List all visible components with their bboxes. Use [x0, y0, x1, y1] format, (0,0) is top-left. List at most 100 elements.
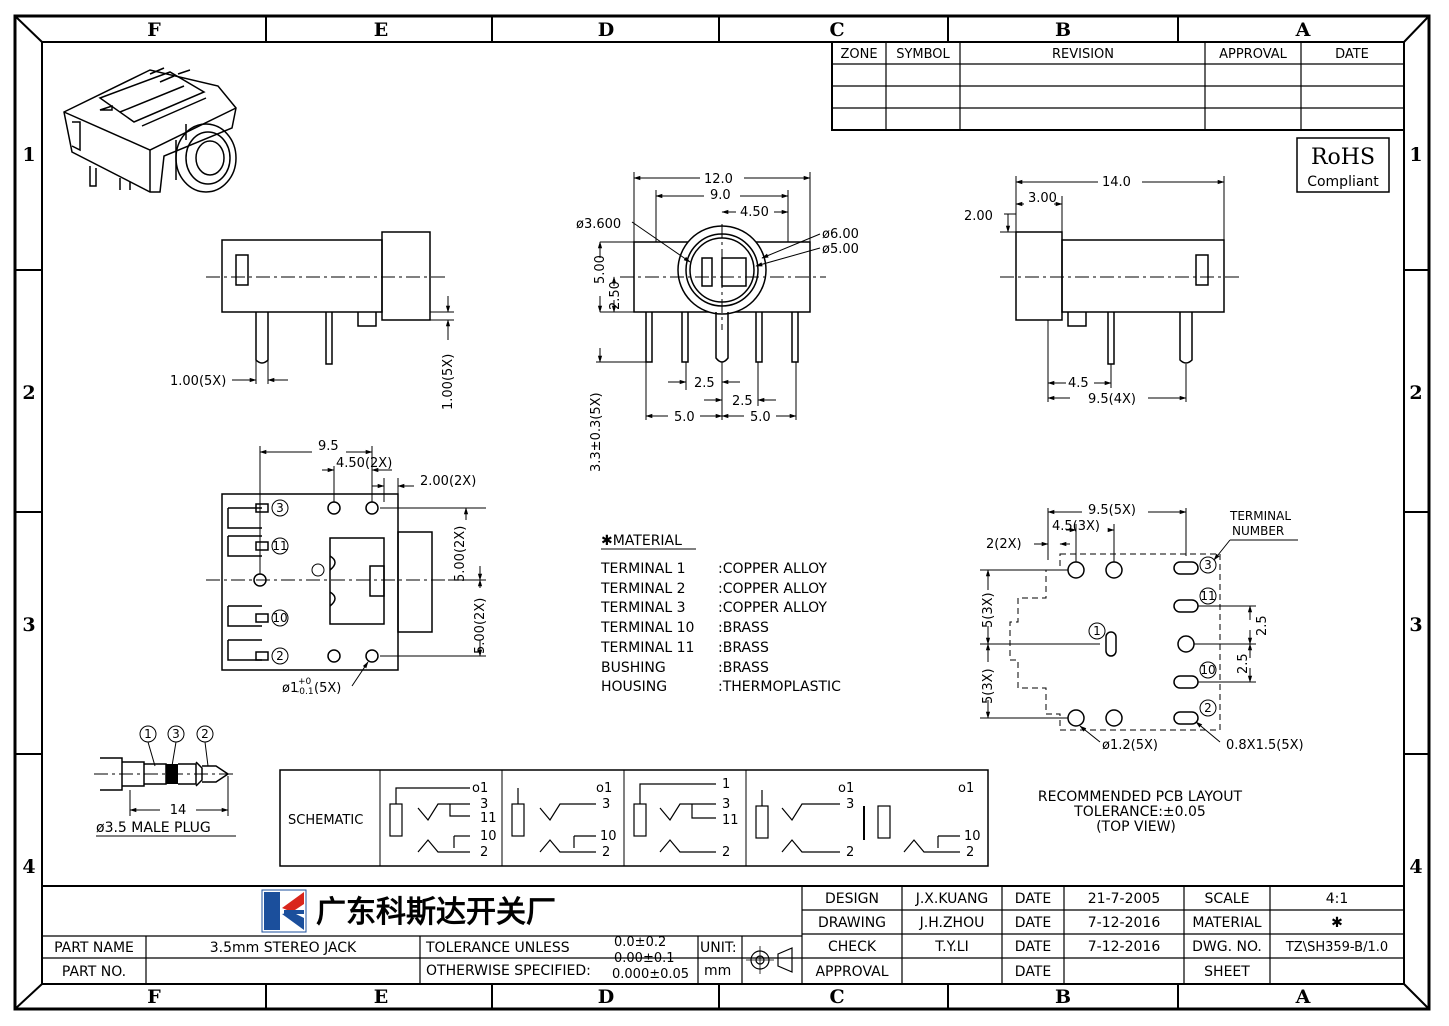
bottom-view [206, 493, 448, 671]
s3-2: 2 [722, 845, 730, 860]
tb-design-date: 21-7-2005 [1088, 891, 1160, 907]
mat-v-1: :COPPER ALLOY [718, 561, 827, 577]
s1-2: 2 [480, 845, 488, 860]
zone-top-E: E [374, 19, 388, 41]
tb-design-date-label: DATE [1015, 891, 1051, 907]
dim-14: 14.0 [1102, 175, 1131, 190]
dim-bv-count: (5X) [314, 681, 341, 696]
zone-right-3: 3 [1409, 614, 1422, 636]
schematic-label: SCHEMATIC [288, 813, 363, 828]
zone-top-D: D [598, 19, 614, 41]
pcb-term-10: 10 [1200, 663, 1215, 677]
s4-2: 2 [846, 845, 854, 860]
mat-k-3: TERMINAL 3 [600, 600, 686, 616]
tb-drawing-date: 7-12-2016 [1088, 915, 1161, 931]
tb-scale-label: SCALE [1205, 891, 1250, 907]
zone-top-F: F [147, 19, 161, 41]
pcb-dims [980, 508, 1298, 743]
s4-o1: o1 [838, 781, 854, 796]
rev-header-approval: APPROVAL [1219, 47, 1288, 62]
dim-h-5-b: 5.0 [750, 410, 771, 425]
tb-part-name-value: 3.5mm STEREO JACK [210, 940, 357, 956]
tb-tol-value-2: 0.00±0.1 [614, 951, 675, 966]
schematic-4-labels: o1 3 2 [838, 781, 854, 860]
pcb-dim-5b: 5(3X) [981, 668, 996, 704]
dim-dia-3-6: ø3.600 [576, 217, 621, 232]
bv-term-2: 2 [276, 649, 284, 663]
s3-3: 3 [722, 797, 730, 812]
s5-o1: o1 [958, 781, 974, 796]
tb-design-value: J.X.KUANG [915, 891, 989, 907]
pcb-terminal-label-1: TERMINAL [1229, 509, 1291, 523]
front-view [620, 224, 826, 363]
tb-material-label: MATERIAL [1192, 915, 1261, 931]
dim-bv-9-5: 9.5 [318, 439, 339, 454]
zone-top-C: C [829, 19, 844, 41]
pcb-note: RECOMMENDED PCB LAYOUT TOLERANCE:±0.05 (… [1038, 789, 1243, 835]
s1-10: 10 [480, 829, 497, 844]
zone-left-1: 1 [22, 144, 35, 166]
title-block-left: PART NAME 3.5mm STEREO JACK PART NO. TOL… [54, 935, 737, 982]
revision-table: ZONE SYMBOL REVISION APPROVAL DATE [831, 41, 1405, 131]
zone-top-B: B [1055, 19, 1071, 41]
dim-bv-tol-plus: +0 [298, 677, 312, 687]
s3-11: 11 [722, 813, 739, 828]
schematic-table [279, 769, 989, 867]
mat-k-1: TERMINAL 1 [600, 561, 686, 577]
zone-right-4: 4 [1409, 856, 1422, 878]
s2-o1: o1 [596, 781, 612, 796]
s1-3: 3 [480, 797, 488, 812]
pcb-labels: 9.5(5X) 4.5(3X) 2(2X) TERMINAL NUMBER 5(… [981, 503, 1304, 753]
pcb-dim-2-5b: 2.5 [1236, 653, 1251, 674]
dim-4-5: 4.5 [1068, 376, 1089, 391]
dim-bv-tol-minus: -0.1 [296, 687, 314, 697]
zone-left-2: 2 [22, 382, 35, 404]
pcb-hole: ø1.2(5X) [1102, 738, 1158, 753]
mat-v-11: :BRASS [718, 640, 769, 656]
isometric-view [63, 67, 237, 193]
pcb-term-3: 3 [1204, 558, 1212, 572]
front-view-labels: 12.0 9.0 4.50 ø3.600 ø6.00 ø5.00 5.00 2.… [576, 172, 859, 472]
pcb-dim-4-5: 4.5(3X) [1052, 519, 1100, 534]
s5-2: 2 [966, 845, 974, 860]
tb-scale-value: 4:1 [1326, 891, 1349, 907]
zone-right-1: 1 [1409, 144, 1422, 166]
mat-v-bushing: :BRASS [718, 660, 769, 676]
rev-header-zone: ZONE [840, 47, 877, 62]
pcb-note-3: (TOP VIEW) [1096, 819, 1176, 835]
pcb-dim-2: 2(2X) [986, 537, 1022, 552]
dim-dia-5: ø5.00 [822, 242, 859, 257]
schematic-3 [633, 783, 716, 853]
dim-9: 9.0 [710, 188, 731, 203]
tb-unit-value: mm [704, 963, 731, 979]
tb-part-no-label: PART NO. [62, 964, 126, 980]
title-block-right: DESIGN J.X.KUANG DATE 21-7-2005 SCALE 4:… [815, 891, 1388, 980]
tb-drawing-value: J.H.ZHOU [919, 915, 985, 931]
material-title: ✱MATERIAL [601, 533, 682, 549]
tb-tolerance-2: OTHERWISE SPECIFIED: [426, 963, 591, 979]
tb-check-label: CHECK [828, 939, 877, 955]
zone-left-3: 3 [22, 614, 35, 636]
rohs-title: RoHS [1311, 145, 1375, 170]
tb-tol-value-3: 0.000±0.05 [612, 967, 689, 982]
s5-10: 10 [964, 829, 981, 844]
tb-drawing-date-label: DATE [1015, 915, 1051, 931]
tb-tol-value-1: 0.0±0.2 [614, 935, 666, 950]
right-view-dims [1000, 176, 1225, 402]
pcb-terminals: 3 11 1 10 2 [1093, 558, 1215, 715]
dim-dia-6: ø6.00 [822, 227, 859, 242]
tb-approval-label: APPROVAL [815, 964, 888, 980]
mat-v-2: :COPPER ALLOY [718, 581, 827, 597]
pcb-note-1: RECOMMENDED PCB LAYOUT [1038, 789, 1243, 805]
pcb-term-2: 2 [1204, 701, 1212, 715]
s2-2: 2 [602, 845, 610, 860]
tb-dwg-value: TZ\SH359-B/1.0 [1285, 940, 1388, 955]
dim-pin-thickness: 1.00(5X) [441, 354, 456, 410]
plug-num-1: 1 [144, 727, 152, 741]
s3-1: 1 [722, 777, 730, 792]
zone-bottom-F: F [147, 986, 161, 1008]
dim-bv-2: 2.00(2X) [420, 474, 476, 489]
side-view-dims [232, 296, 454, 384]
pcb-term-11: 11 [1200, 589, 1215, 603]
